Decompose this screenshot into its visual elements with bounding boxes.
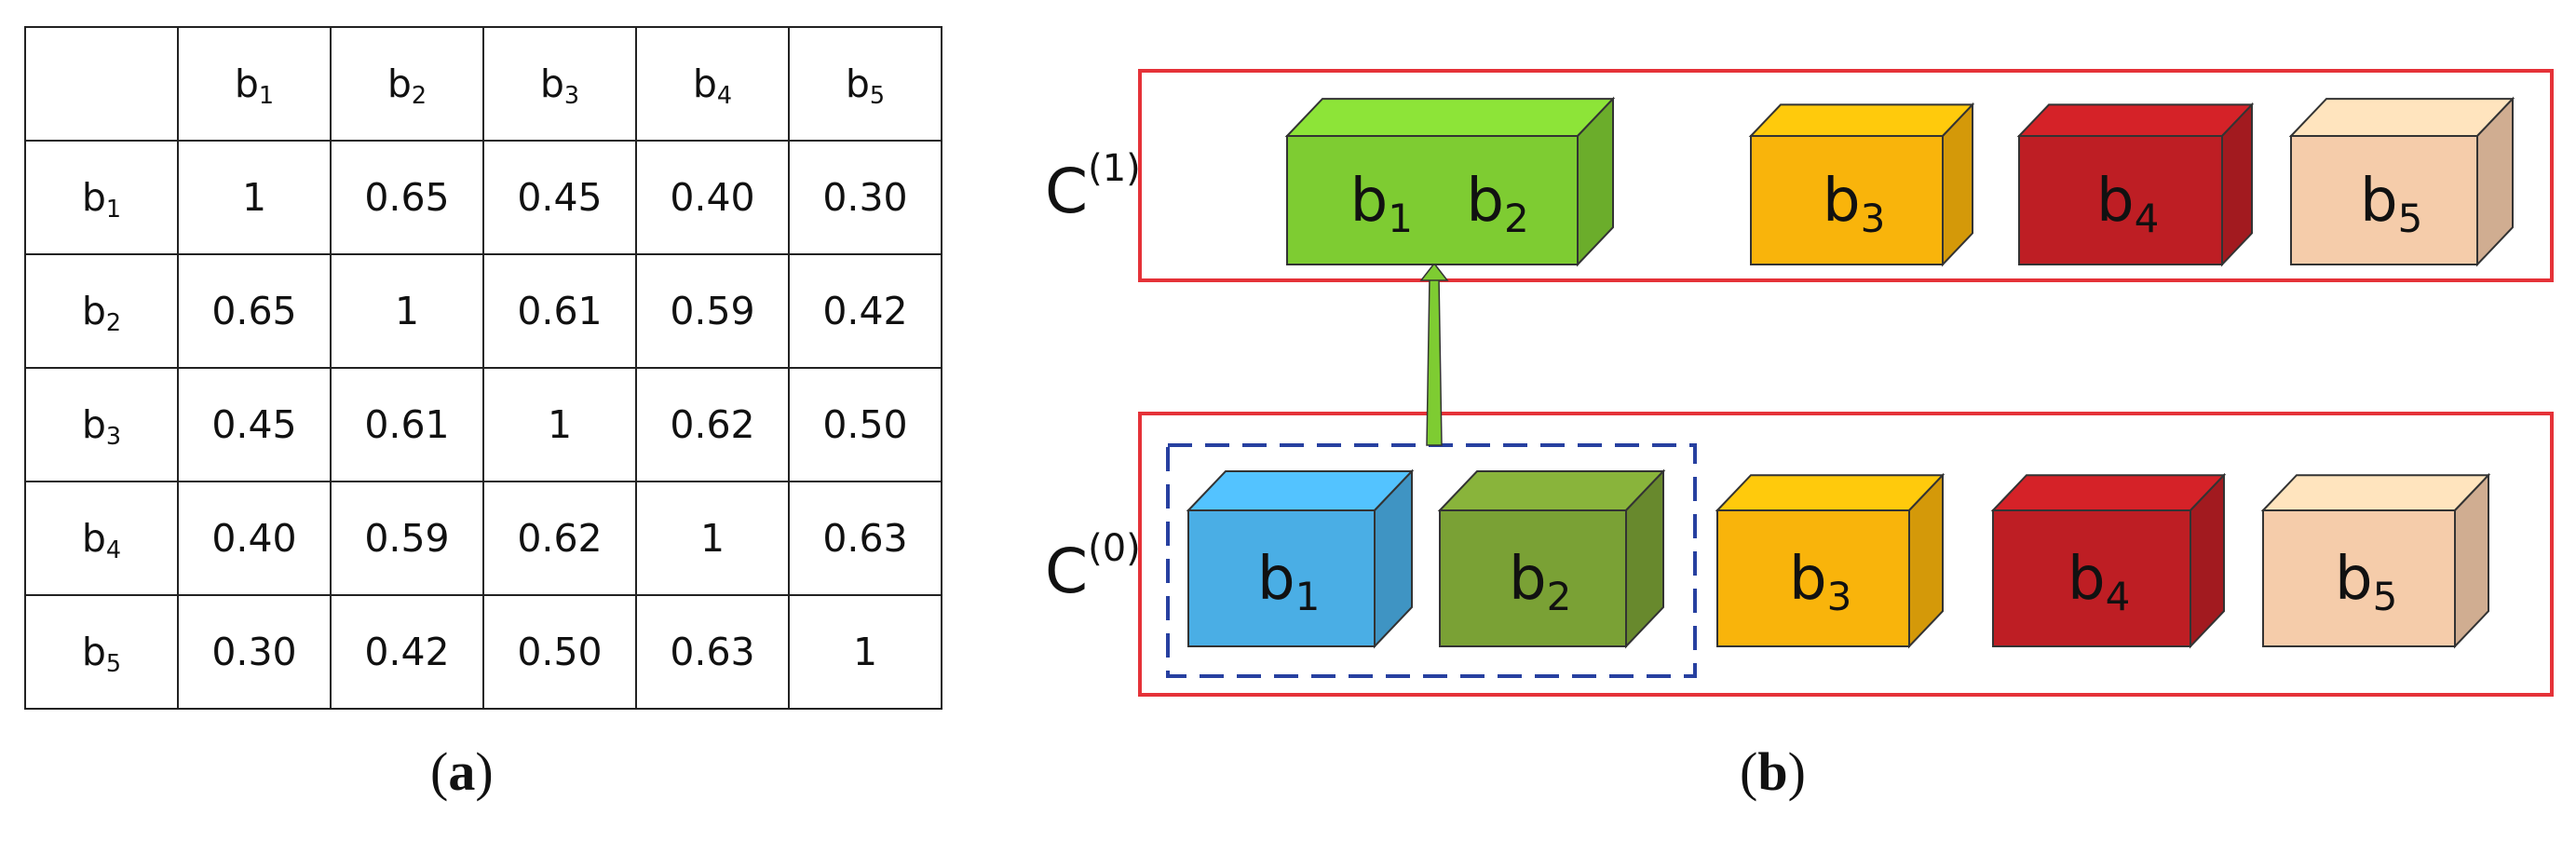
similarity-cell: 0.45 [177,367,332,482]
similarity-cell: 0.62 [635,367,790,482]
row-header-b2: b2 [24,253,179,369]
block-label: b4 [2068,545,2130,619]
block-top-face [2016,103,2255,137]
block-label: b3 [1823,167,1885,241]
caption-a: (a) [430,741,494,802]
caption-b: (b) [1740,741,1806,802]
level-frame-c1 [1138,69,2554,282]
similarity-cell: 0.42 [788,253,942,369]
row-header-b4: b4 [24,481,179,596]
row-header-b5: b5 [24,594,179,710]
similarity-cell: 0.45 [482,140,637,255]
block-front-face [1187,509,1376,647]
block-top-face [1715,474,1946,511]
similarity-cell: 0.50 [482,594,637,710]
block-label: b5 [2335,545,2397,619]
block-b1-b2: b1 b2 [1284,96,1616,267]
block-top-face [1437,470,1666,511]
row-header-b3: b3 [24,367,179,482]
level-label-c1: C(1) [1045,147,1141,227]
table-corner-cell [24,26,179,142]
level-frame-c0 [1138,412,2554,697]
similarity-cell: 1 [177,140,332,255]
block-front-face [2262,509,2456,647]
level-label-c0: C(0) [1045,527,1141,607]
block-label: b2 [1509,545,1571,619]
similarity-cell: 0.61 [482,253,637,369]
block-front-face [1286,135,1579,265]
block-top-face [1748,103,1975,137]
similarity-cell: 0.65 [177,253,332,369]
block-label: b4 [2096,167,2159,241]
column-header-b3: b3 [482,26,637,142]
block-top-face [1990,474,2227,511]
block-label: b1 [1257,545,1320,619]
column-header-b1: b1 [177,26,332,142]
block-b4: b4 [2016,102,2255,267]
similarity-cell: 0.61 [330,367,484,482]
level-c0-blocks: b1 b2 b3 b4 b5 [1186,468,2491,649]
similarity-cell: 0.30 [788,140,942,255]
block-top-face [2288,98,2515,137]
similarity-cell: 0.62 [482,481,637,596]
row-header-b1: b1 [24,140,179,255]
column-header-b2: b2 [330,26,484,142]
similarity-cell: 0.40 [635,140,790,255]
similarity-cell: 0.63 [635,594,790,710]
block-b3: b3 [1748,102,1975,267]
block-top-face [1186,470,1415,511]
block-b1: b1 [1186,468,1415,649]
similarity-cell: 0.40 [177,481,332,596]
block-top-face [1284,98,1616,137]
merge-arrow [1419,262,1449,446]
similarity-cell: 0.42 [330,594,484,710]
column-header-b4: b4 [635,26,790,142]
similarity-cell: 0.30 [177,594,332,710]
block-front-face [2290,135,2478,265]
block-label: b1 [1350,167,1413,241]
similarity-cell: 1 [635,481,790,596]
similarity-cell: 0.50 [788,367,942,482]
level-c1-blocks: b1 b2 b3 b4 b5 [1284,96,2515,267]
block-b2: b2 [1437,468,1666,649]
block-label: b5 [2360,167,2422,241]
block-b5: b5 [2260,472,2491,649]
similarity-cell: 0.65 [330,140,484,255]
block-b4: b4 [1990,472,2227,649]
column-header-b5: b5 [788,26,942,142]
similarity-cell: 1 [482,367,637,482]
block-front-face [1439,509,1627,647]
block-front-face [1750,135,1944,265]
block-label: b2 [1466,167,1528,241]
similarity-cell: 1 [788,594,942,710]
block-top-face [2260,474,2491,511]
similarity-cell: 1 [330,253,484,369]
block-b5: b5 [2288,96,2515,267]
block-front-face [1992,509,2191,647]
block-front-face [1716,509,1910,647]
similarity-cell: 0.59 [330,481,484,596]
block-b3: b3 [1715,472,1946,649]
similarity-cell: 0.63 [788,481,942,596]
block-front-face [2018,135,2223,265]
similarity-cell: 0.59 [635,253,790,369]
block-label: b3 [1789,545,1851,619]
